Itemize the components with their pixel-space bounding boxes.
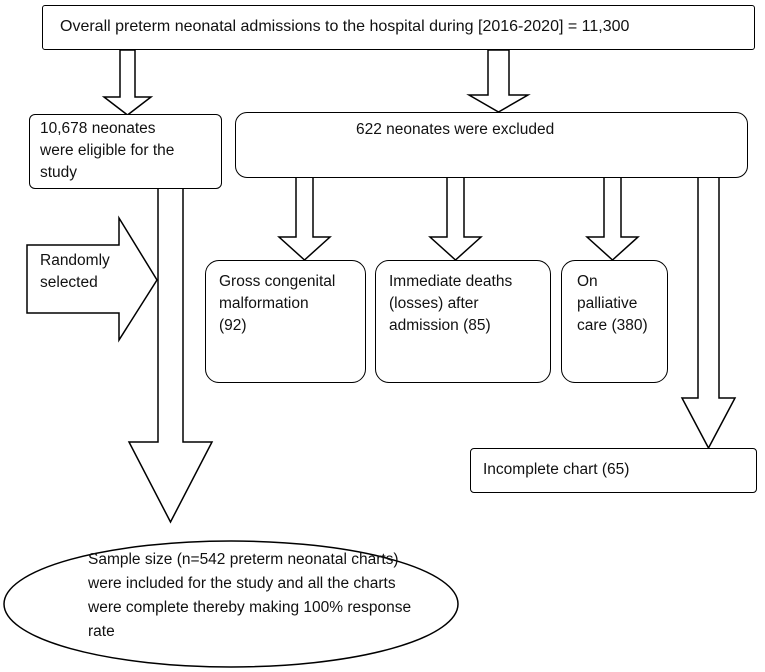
exclusion-malformation-box: Gross congenital malformation (92) (205, 260, 366, 383)
top-admissions-box: Overall preterm neonatal admissions to t… (42, 5, 755, 50)
exclusion-malformation-text: Gross congenital malformation (92) (219, 273, 336, 334)
sample-size-ellipse (3, 540, 459, 668)
arrow-randomly-selected (26, 215, 158, 343)
arrow-eligible-to-sample (127, 187, 214, 524)
arrow-top-to-eligible (101, 49, 154, 116)
eligible-text: 10,678 neonates were eligible for the st… (40, 120, 175, 181)
arrow-top-to-excluded (466, 49, 531, 113)
incomplete-chart-text: Incomplete chart (65) (483, 461, 630, 478)
arrow-excluded-to-incomplete (680, 176, 737, 450)
excluded-box: 622 neonates were excluded (235, 112, 748, 178)
randomly-selected-label: Randomly selected (40, 252, 110, 291)
sample-size-text: Sample size (n=542 preterm neonatal char… (88, 551, 412, 640)
exclusion-palliative-box: On palliative care (380) (561, 260, 668, 383)
arrow-excluded-to-palliative (585, 176, 640, 262)
exclusion-deaths-box: Immediate deaths (losses) after admissio… (375, 260, 551, 383)
incomplete-chart-box: Incomplete chart (65) (470, 448, 757, 493)
excluded-text: 622 neonates were excluded (356, 121, 555, 138)
exclusion-palliative-text: On palliative care (380) (577, 273, 648, 334)
top-admissions-text: Overall preterm neonatal admissions to t… (60, 18, 630, 35)
eligible-box: 10,678 neonates were eligible for the st… (29, 114, 222, 189)
arrow-excluded-to-malformation (277, 176, 332, 262)
exclusion-deaths-text: Immediate deaths (losses) after admissio… (389, 273, 513, 334)
arrow-excluded-to-deaths (428, 176, 483, 262)
